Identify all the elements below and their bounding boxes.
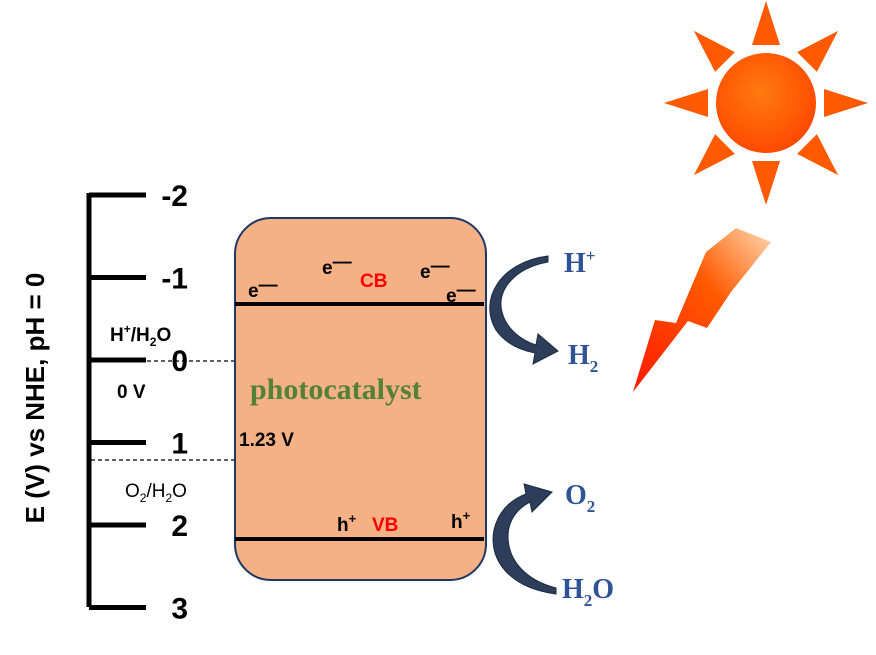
reduction-reaction: H+ H2	[489, 246, 598, 376]
h2-label: H2	[568, 340, 598, 376]
sun-ray	[664, 89, 708, 117]
sun-icon	[664, 1, 868, 205]
photocatalyst-label: photocatalyst	[250, 373, 422, 406]
o-couple-label: O2/H2O	[125, 481, 187, 505]
oxidation-arrow	[492, 483, 557, 595]
o-potential-label: 1.23 V	[239, 430, 294, 451]
sun-ray	[797, 134, 839, 176]
hole-2: h+	[451, 508, 471, 533]
cb-label: CB	[360, 271, 387, 292]
sun-ray	[752, 161, 780, 205]
sun-ray	[824, 89, 868, 117]
axis-tick-label: 2	[171, 510, 188, 543]
axis-label: E (V) vs NHE, pH = 0	[20, 273, 50, 524]
hole-1: h+	[337, 511, 357, 536]
axis-tick-label: -2	[161, 180, 188, 213]
h2o-label: H2O	[562, 574, 614, 610]
h-couple-label: H+/H2O	[110, 322, 171, 349]
sun-ray	[797, 30, 839, 72]
energy-axis: -2 -1 0 1 2 3 E (V) vs NHE, pH = 0	[20, 180, 188, 626]
electron-2: e—	[322, 252, 352, 279]
axis-tick-label: 0	[171, 345, 188, 378]
h-plus-label: H+	[564, 246, 595, 279]
sun-ray	[752, 1, 780, 45]
electron-1: e—	[248, 275, 278, 302]
photocatalyst-box: photocatalyst 1.23 V CB e— e— e— e— VB h…	[234, 217, 487, 581]
reduction-arrow	[489, 255, 559, 365]
electron-3: e—	[420, 256, 450, 283]
axis-tick-label: 3	[171, 593, 188, 626]
electron-4: e—	[446, 280, 476, 307]
lightning-icon	[633, 228, 771, 392]
vb-label: VB	[372, 515, 398, 536]
sun-disc	[716, 53, 816, 153]
sun-ray	[693, 30, 735, 72]
axis-ticks: -2 -1 0 1 2 3	[89, 180, 188, 626]
band-box	[234, 217, 487, 581]
axis-tick-label: -1	[161, 263, 188, 296]
oxidation-reaction: O2 H2O	[492, 480, 614, 610]
o2-label: O2	[565, 480, 595, 516]
sun-ray	[693, 134, 735, 176]
axis-tick-label: 1	[171, 428, 188, 461]
h-potential-label: 0 V	[117, 382, 146, 403]
